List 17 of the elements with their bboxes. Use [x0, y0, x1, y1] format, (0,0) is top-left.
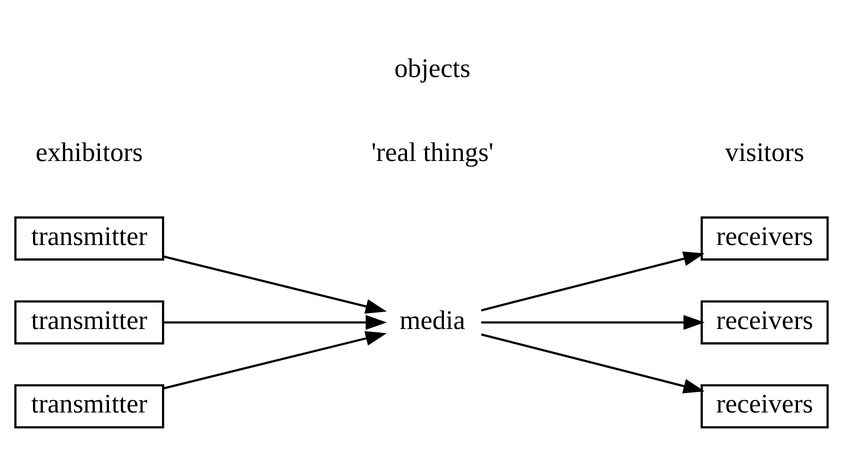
node-text: media	[400, 304, 466, 334]
arrow	[164, 254, 387, 314]
label: exhibitors	[36, 136, 143, 166]
arrow	[481, 314, 705, 330]
arrow	[164, 330, 387, 389]
node-box: transmitter	[14, 300, 164, 344]
arrow	[480, 250, 705, 311]
node-box: receivers	[700, 300, 829, 344]
arrow	[480, 332, 705, 393]
node-box: transmitter	[14, 216, 164, 260]
node-box: receivers	[700, 384, 829, 428]
arrow	[164, 314, 387, 330]
label: 'real things'	[371, 136, 494, 166]
node-box: transmitter	[14, 384, 164, 428]
label: visitors	[725, 136, 804, 166]
node-box: receivers	[700, 216, 829, 260]
label: objects	[394, 52, 470, 83]
